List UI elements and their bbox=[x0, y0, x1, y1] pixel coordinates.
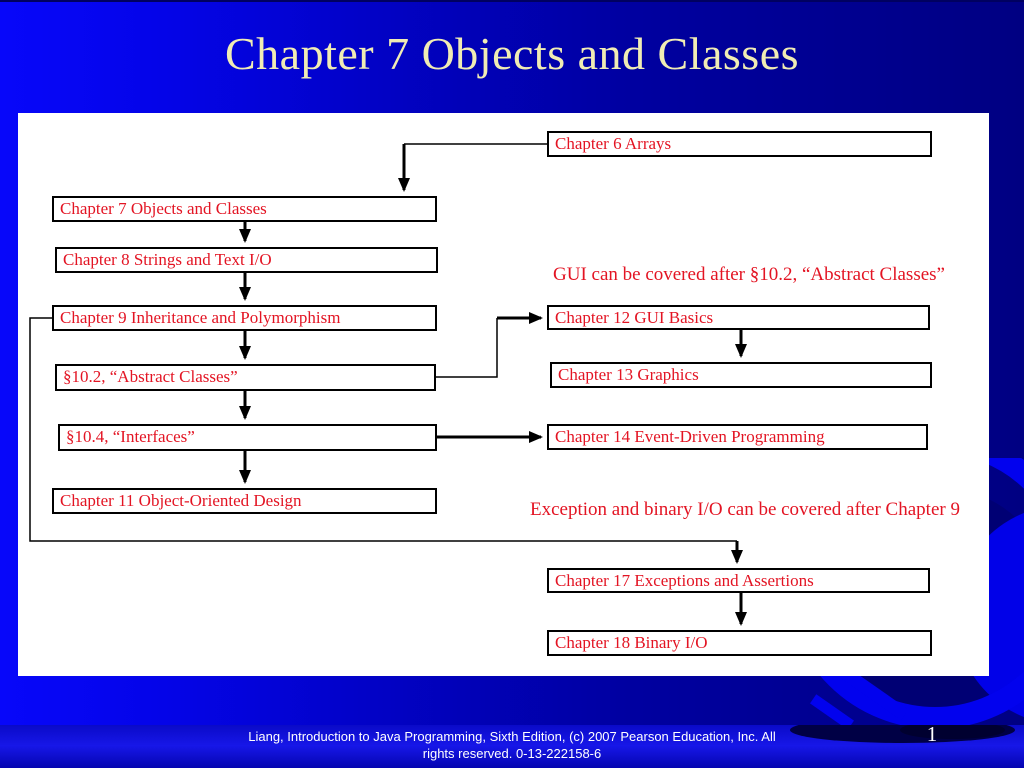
footer-band bbox=[0, 725, 1024, 768]
box-chapter-6-arrays: Chapter 6 Arrays bbox=[547, 131, 932, 157]
box-chapter-14-event-driven: Chapter 14 Event-Driven Programming bbox=[547, 424, 928, 450]
box-section-10-4-interfaces: §10.4, “Interfaces” bbox=[58, 424, 437, 451]
box-chapter-11-object-oriented-design: Chapter 11 Object-Oriented Design bbox=[52, 488, 437, 514]
footer-line-2: rights reserved. 0-13-222158-6 bbox=[422, 746, 602, 761]
slide-title: Chapter 7 Objects and Classes bbox=[224, 28, 800, 79]
box-chapter-17-exceptions: Chapter 17 Exceptions and Assertions bbox=[547, 568, 930, 593]
slide-top-edge bbox=[0, 0, 1024, 2]
note-exception-coverage: Exception and binary I/O can be covered … bbox=[530, 499, 960, 520]
box-chapter-12-gui-basics: Chapter 12 GUI Basics bbox=[547, 305, 930, 330]
box-chapter-9-inheritance: Chapter 9 Inheritance and Polymorphism bbox=[52, 305, 437, 331]
box-chapter-7-objects-and-classes: Chapter 7 Objects and Classes bbox=[52, 196, 437, 222]
arrow-s102-ch12-feeder bbox=[436, 318, 498, 378]
arrow-ch9-ch17-feeder bbox=[29, 317, 737, 542]
footer-line-1: Liang, Introduction to Java Programming,… bbox=[248, 729, 776, 744]
connector-lines bbox=[29, 143, 747, 626]
box-chapter-13-graphics: Chapter 13 Graphics bbox=[550, 362, 932, 388]
globe-stand-bar bbox=[835, 663, 909, 721]
box-section-10-2-abstract-classes: §10.2, “Abstract Classes” bbox=[55, 364, 436, 391]
page-number: 1 bbox=[926, 722, 938, 746]
globe-shadow-dark bbox=[900, 725, 1005, 739]
note-gui-coverage: GUI can be covered after §10.2, “Abstrac… bbox=[553, 264, 945, 285]
diagram-panel: Chapter 6 Arrays Chapter 7 Objects and C… bbox=[18, 113, 989, 676]
box-chapter-8-strings-and-text-io: Chapter 8 Strings and Text I/O bbox=[55, 247, 438, 273]
globe-stand-foot bbox=[810, 694, 854, 730]
footer-copyright: Liang, Introduction to Java Programming,… bbox=[0, 728, 1024, 762]
box-chapter-18-binary-io: Chapter 18 Binary I/O bbox=[547, 630, 932, 656]
